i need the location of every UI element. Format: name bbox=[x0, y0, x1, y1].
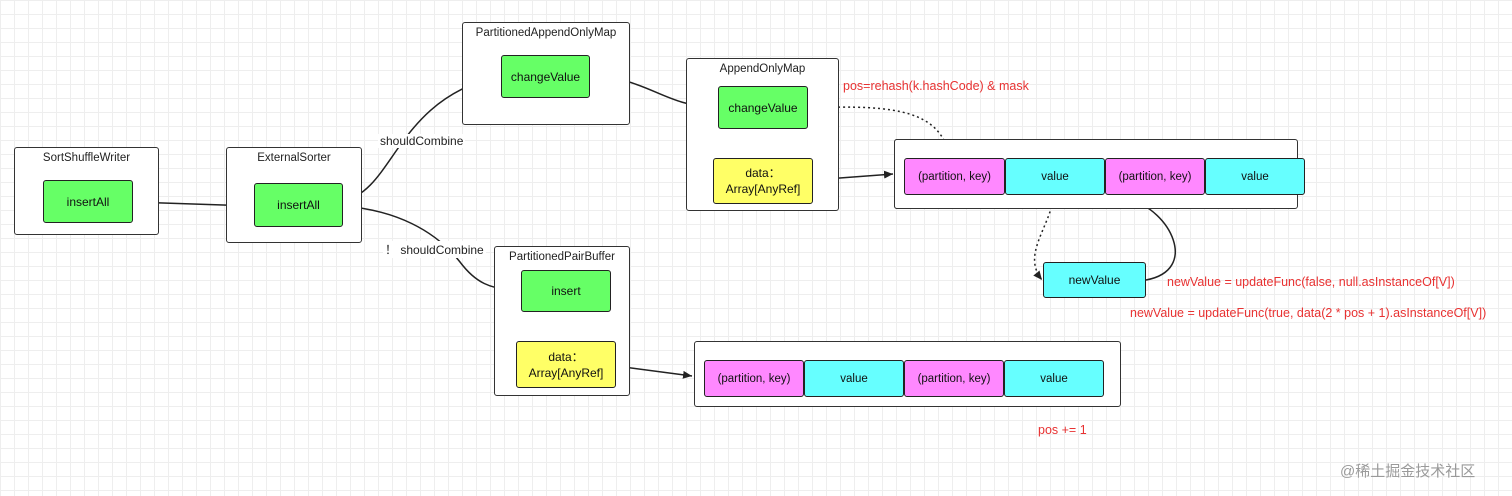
buffer-array-cell: value bbox=[1004, 360, 1104, 397]
es-insert-all-node: insertAll bbox=[254, 183, 343, 227]
buffer-array-cell: (partition, key) bbox=[904, 360, 1004, 397]
edge-es-to-ppb bbox=[342, 205, 520, 294]
should-combine-label: shouldCombine bbox=[378, 134, 466, 148]
ssw-insert-all-node: insertAll bbox=[43, 180, 133, 223]
update-true-note: newValue = updateFunc(true, data(2 * pos… bbox=[1130, 306, 1487, 320]
ppb-insert-node: insert bbox=[521, 270, 611, 312]
update-false-note: newValue = updateFunc(false, null.asInst… bbox=[1167, 275, 1455, 289]
map-array-cell: (partition, key) bbox=[1105, 158, 1205, 195]
paom-change-value-node: changeValue bbox=[501, 55, 590, 98]
buffer-array-cell: (partition, key) bbox=[704, 360, 804, 397]
new-value-node: newValue bbox=[1043, 262, 1146, 298]
aom-data-node: data： Array[AnyRef] bbox=[713, 158, 813, 204]
buffer-array-cell: value bbox=[804, 360, 904, 397]
ppb-data-node: data： Array[AnyRef] bbox=[516, 341, 616, 388]
rehash-note: pos=rehash(k.hashCode) & mask bbox=[843, 79, 1029, 93]
map-array-cell: (partition, key) bbox=[904, 158, 1005, 195]
not-should-combine-label: ！ shouldCombine bbox=[383, 241, 486, 258]
sort-shuffle-writer-title: SortShuffleWriter bbox=[42, 152, 131, 164]
partitioned-pair-buffer-title: PartitionedPairBuffer bbox=[509, 251, 615, 263]
map-array-cell: value bbox=[1005, 158, 1105, 195]
map-array-cell: value bbox=[1205, 158, 1305, 195]
append-only-map-title: AppendOnlyMap bbox=[719, 63, 806, 75]
partitioned-append-only-map-title: PartitionedAppendOnlyMap bbox=[475, 27, 617, 39]
watermark: @稀土掘金技术社区 bbox=[1340, 463, 1476, 480]
external-sorter-title: ExternalSorter bbox=[257, 152, 331, 164]
pos-increment-note: pos += 1 bbox=[1038, 423, 1087, 437]
aom-change-value-node: changeValue bbox=[718, 86, 808, 129]
